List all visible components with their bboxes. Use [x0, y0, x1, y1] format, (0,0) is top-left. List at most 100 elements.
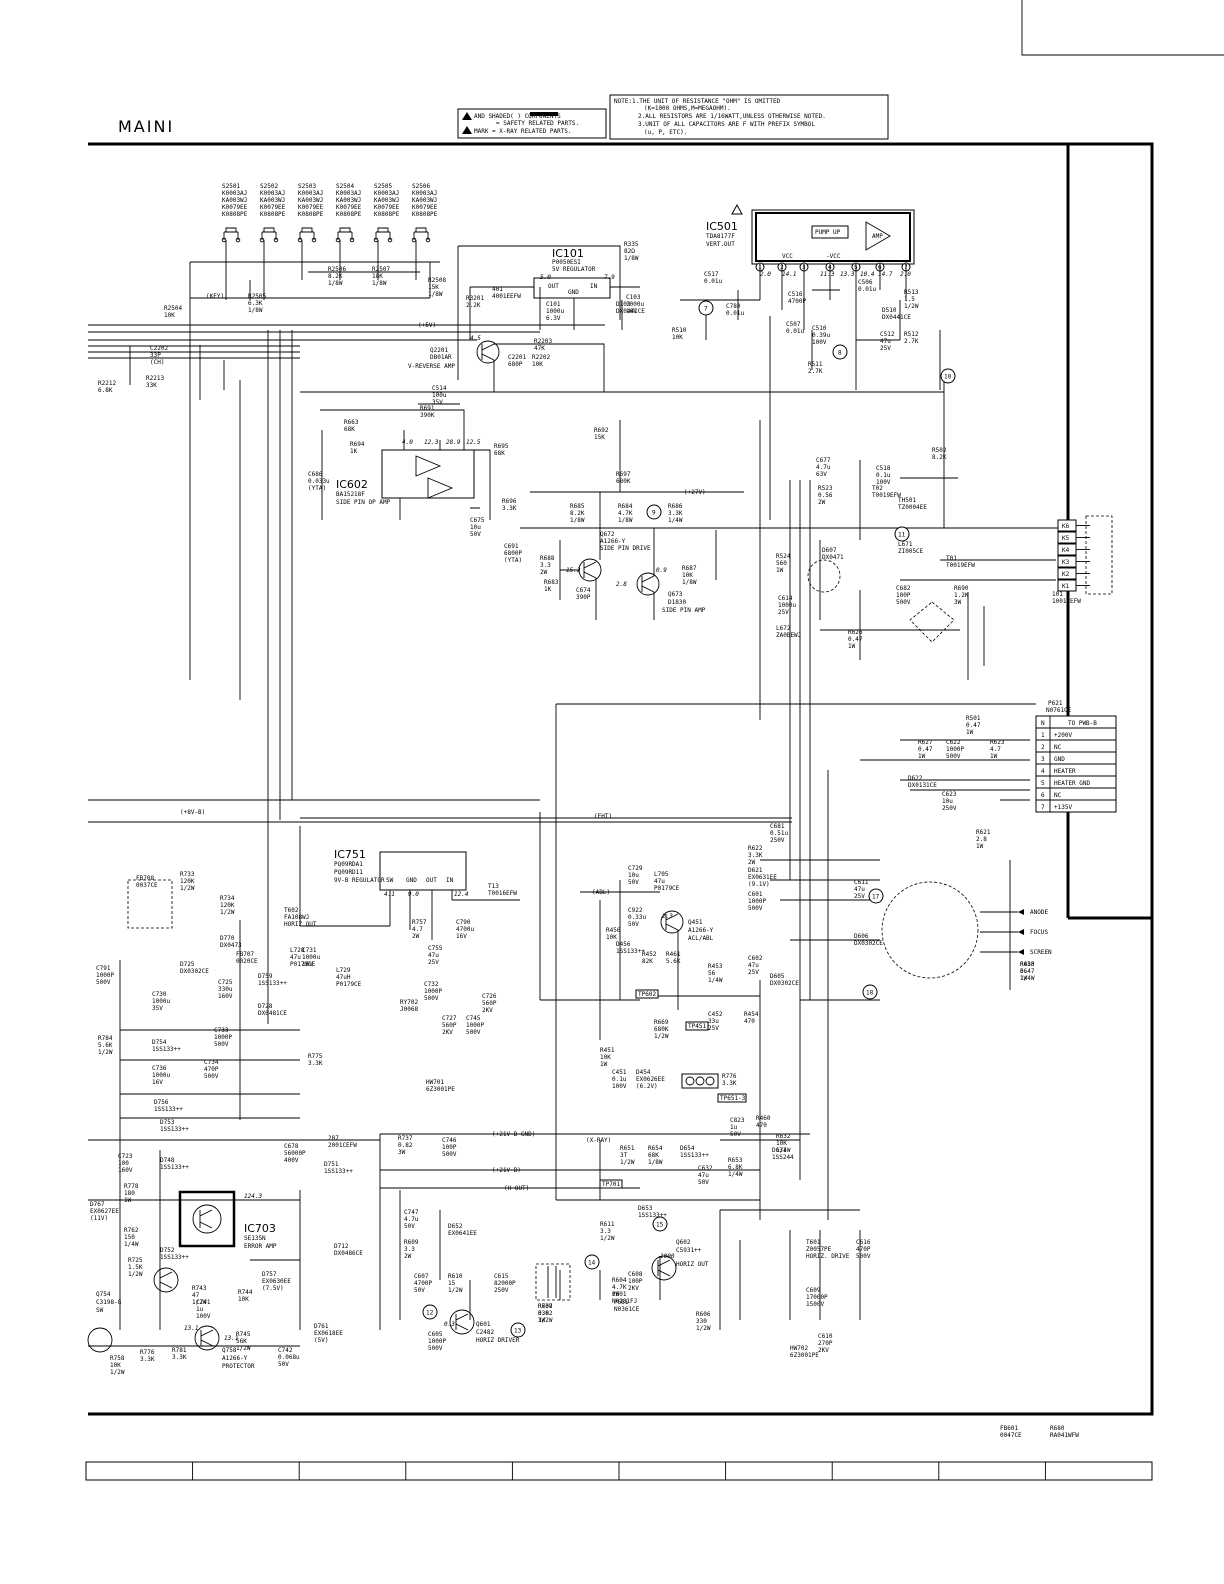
safety-legend: AND SHADED( ) COMPONENTS = SAFETY RELATE… [457, 108, 607, 139]
component-ref: C723 [118, 1153, 133, 1160]
component-value: 3.3 [540, 562, 551, 569]
q673-part: D1830 [668, 599, 686, 606]
q2201-desc: V-REVERSE AMP [408, 363, 455, 370]
component-rating: 1/4W [124, 1241, 139, 1248]
component-ref: R744 [238, 1289, 253, 1296]
voltage-reading: 124.3 [244, 1193, 262, 1200]
component-value: 47u [290, 954, 301, 961]
component-ref: D103 [616, 301, 631, 308]
component-rating: 500V [946, 753, 961, 760]
net-abl: (ABL) [592, 889, 610, 896]
component-value: 3T [620, 1152, 628, 1159]
component-ref: R696 [502, 498, 517, 505]
switch-part: K0808PE [412, 211, 438, 218]
node-marker-label: 15 [656, 1222, 664, 1229]
component-value: 120K [220, 902, 235, 909]
component-value: 4.7K [618, 510, 633, 517]
component-value: 6Z3001PE [790, 1352, 819, 1359]
voltage-reading: 13.3 [840, 271, 855, 278]
component-value: 100 [118, 1160, 129, 1167]
component-ref: C2202 [150, 345, 168, 352]
switch-part: K0079EE [336, 204, 362, 211]
component-rating: HORIZ OUT [284, 921, 317, 928]
k-pin-label: K2 [1062, 571, 1070, 578]
component-rating: 2W [748, 859, 756, 866]
net-21v: (+21V-B) [492, 1167, 521, 1174]
component-ref: R757 [412, 919, 427, 926]
q758-ref: Q758 [222, 1347, 237, 1354]
component-value: 0.39u [812, 332, 830, 339]
ic703-desc: ERROR AMP [244, 1243, 277, 1250]
component-ref: C742 [278, 1347, 293, 1354]
component-ref: R513 [904, 289, 919, 296]
note-2: 2.ALL RESISTORS ARE 1/16WATT,UNLESS OTHE… [638, 113, 826, 120]
component-value: DX0302CE [770, 980, 799, 987]
ic501-vert-out: PUMP UP AMP IC501 TDA8177F VERT.OUT VCC … [706, 203, 915, 265]
t602-part: 56 [1020, 968, 1028, 975]
component-ref: R734 [220, 895, 235, 902]
ic751-9v-regulator: IC751 PQ09RDA1 PQ09RD11 9V-B REGULATOR S… [334, 848, 467, 891]
component-value: 1SS133++ [160, 1254, 189, 1261]
component-rating: 1/4W [776, 1147, 791, 1154]
component-value: 68K [344, 426, 355, 433]
switch-ref: S2505 [374, 183, 392, 190]
component-value: T0019EFW [946, 562, 975, 569]
node-marker-13 [510, 1322, 526, 1338]
switch-part: K0808PE [298, 211, 324, 218]
voltage-reading: 11.3 [820, 271, 835, 278]
component-ref: C616 [856, 1239, 871, 1246]
component-ref: R609 [404, 1239, 419, 1246]
component-ref: T13 [488, 883, 499, 890]
component-ref: FB601 [1000, 1425, 1018, 1432]
component-value: 100u [432, 392, 447, 399]
component-ref: C451 [612, 1069, 627, 1076]
component-value: 2.7K [808, 368, 823, 375]
ic501-warning-icon [731, 203, 743, 215]
q672-ref: Q672 [600, 531, 615, 538]
component-value: 10K [238, 1296, 249, 1303]
component-ref: R745 [236, 1331, 251, 1338]
component-ref: R692 [594, 427, 609, 434]
component-ref: C610 [818, 1333, 833, 1340]
component-ref: C605 [428, 1331, 443, 1338]
component-ref: D454 [636, 1069, 651, 1076]
q2201-wiring [300, 339, 944, 393]
component-value: 10K [164, 312, 175, 319]
component-rating: (11V) [90, 1215, 108, 1222]
p651-connector: R776 3.3K [681, 1073, 737, 1089]
switch-part: K0003AJ [260, 190, 285, 197]
component-rating: 500V [856, 1253, 871, 1260]
component-ref: D653 [638, 1205, 653, 1212]
component-ref: C734 [204, 1059, 219, 1066]
component-rating: 1W [918, 753, 926, 760]
